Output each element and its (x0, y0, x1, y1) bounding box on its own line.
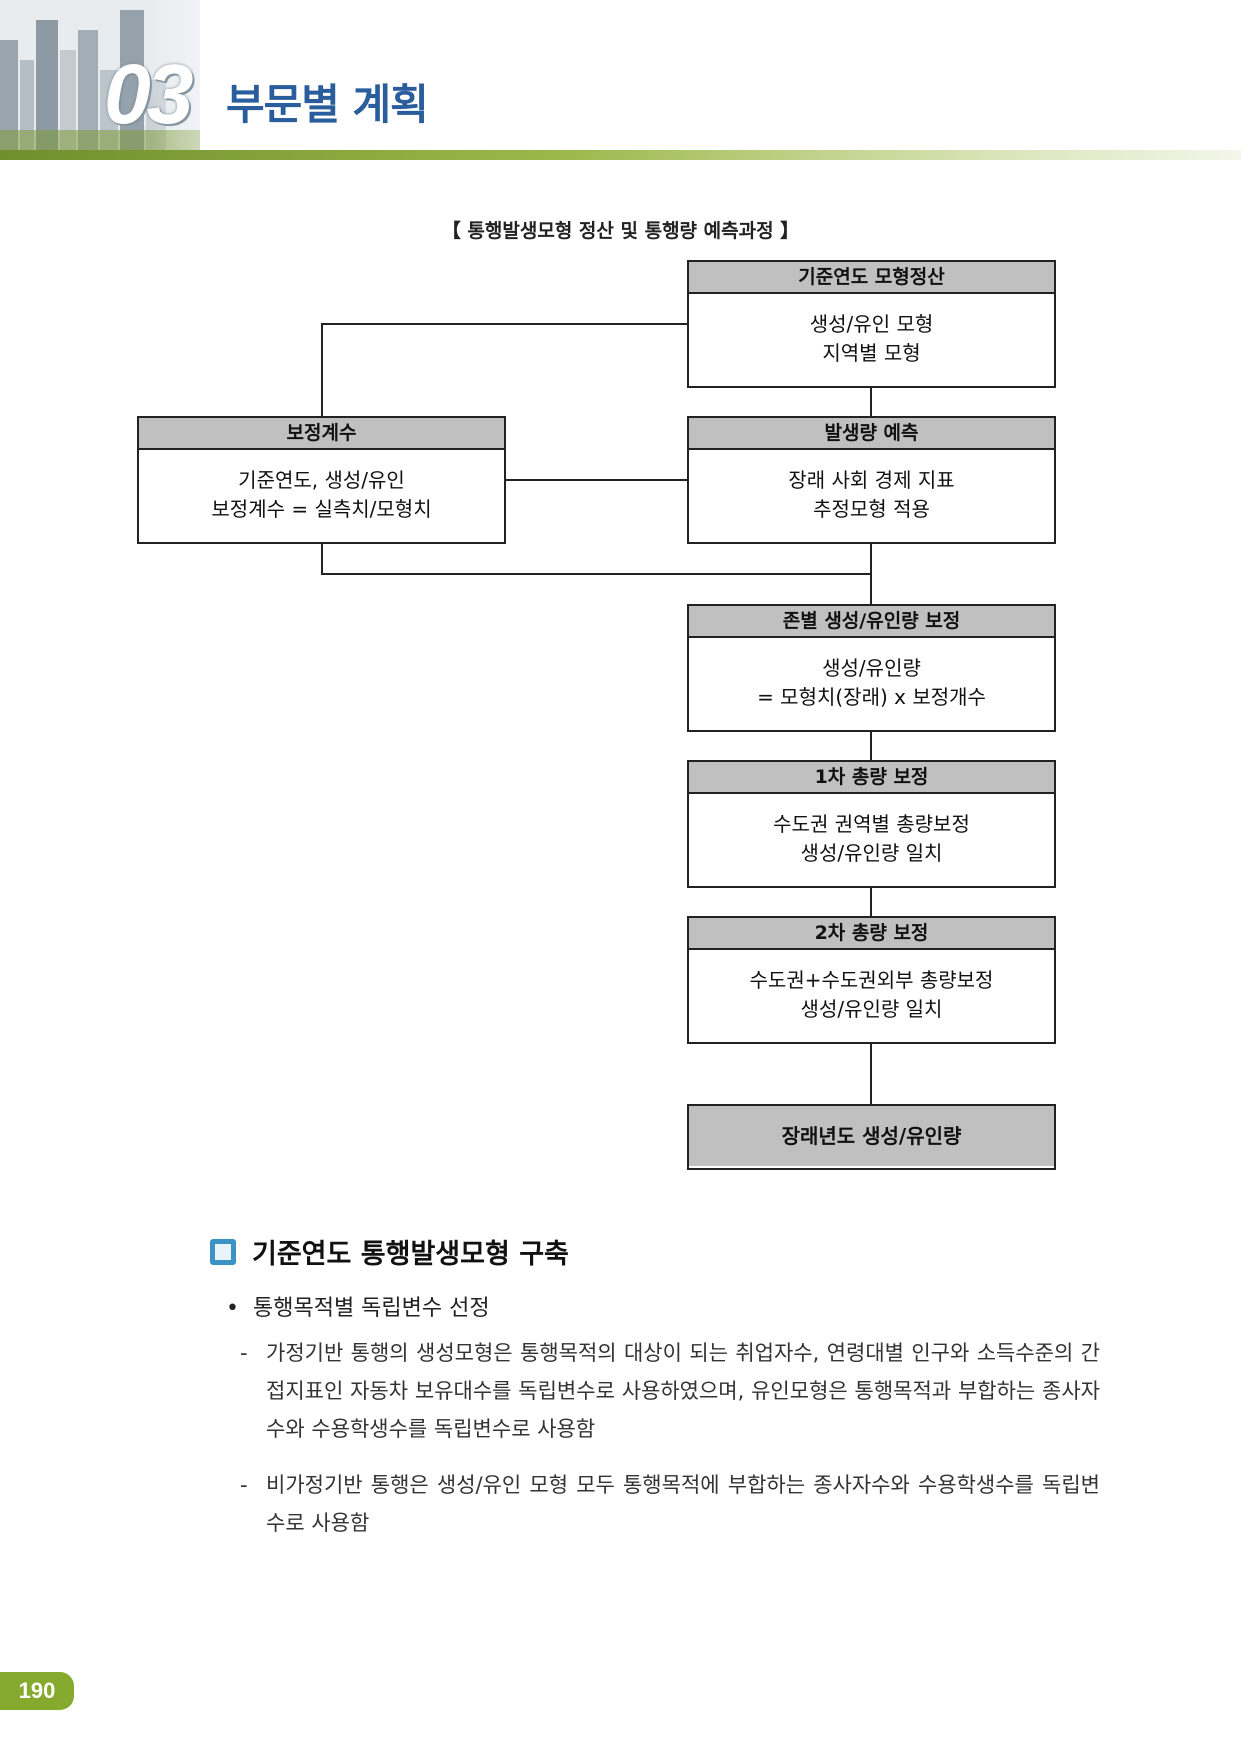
header-rule (0, 150, 1241, 160)
box-body: 생성/유인량 = 모형치(장래) x 보정개수 (689, 638, 1054, 712)
bullet-text: 통행목적별 독립변수 선정 (252, 1296, 490, 1321)
section-title: 기준연도 통행발생모형 구축 (252, 1239, 569, 1270)
box-title: 보정계수 (139, 418, 504, 450)
box-first-total-correction: 1차 총량 보정 수도권 권역별 총량보정 생성/유인량 일치 (687, 760, 1056, 888)
box-body: 생성/유인 모형 지역별 모형 (689, 294, 1054, 368)
box-body: 수도권 권역별 총량보정 생성/유인량 일치 (689, 794, 1054, 868)
box-title: 기준연도 모형정산 (689, 262, 1054, 294)
box-line: 수도권 권역별 총량보정 (773, 812, 970, 836)
box-title: 장래년도 생성/유인량 (689, 1106, 1054, 1166)
connector-base-to-correction (321, 323, 688, 418)
box-base-model: 기준연도 모형정산 생성/유인 모형 지역별 모형 (687, 260, 1056, 388)
box-body: 기준연도, 생성/유인 보정계수 = 실측치/모형치 (139, 450, 504, 524)
box-line: 생성/유인량 (822, 656, 921, 680)
box-zone-correction: 존별 생성/유인량 보정 생성/유인량 = 모형치(장래) x 보정개수 (687, 604, 1056, 732)
paragraph-text: 비가정기반 통행은 생성/유인 모형 모두 통행목적에 부합하는 종사자수와 수… (266, 1473, 1100, 1535)
box-line: 생성/유인량 일치 (800, 841, 943, 865)
chapter-number: 03 (104, 47, 193, 141)
box-line: 기준연도, 생성/유인 (238, 468, 405, 492)
box-generation-forecast: 발생량 예측 장래 사회 경제 지표 추정모형 적용 (687, 416, 1056, 544)
paragraph: - 비가정기반 통행은 생성/유인 모형 모두 통행목적에 부합하는 종사자수와… (240, 1466, 1100, 1542)
box-line: = 모형치(장래) x 보정개수 (757, 685, 986, 709)
box-future-year: 장래년도 생성/유인량 (687, 1104, 1056, 1170)
bullet-item: • 통행목적별 독립변수 선정 (226, 1290, 490, 1322)
page-number: 190 (0, 1672, 74, 1710)
paragraph: - 가정기반 통행의 생성모형은 통행목적의 대상이 되는 취업자수, 연령대별… (240, 1334, 1100, 1448)
paragraph-text: 가정기반 통행의 생성모형은 통행목적의 대상이 되는 취업자수, 연령대별 인… (266, 1341, 1100, 1441)
box-body: 수도권+수도권외부 총량보정 생성/유인량 일치 (689, 950, 1054, 1024)
square-bullet-icon (210, 1238, 236, 1265)
box-title: 2차 총량 보정 (689, 918, 1054, 950)
dash-marker: - (240, 1473, 248, 1497)
box-title: 존별 생성/유인량 보정 (689, 606, 1054, 638)
connector-correction-to-zone (321, 542, 871, 575)
diagram-title: 【 통행발생모형 정산 및 통행량 예측과정 】 (441, 220, 800, 242)
box-line: 추정모형 적용 (813, 497, 930, 521)
box-correction-factor: 보정계수 기준연도, 생성/유인 보정계수 = 실측치/모형치 (137, 416, 506, 544)
box-title: 발생량 예측 (689, 418, 1054, 450)
box-title: 1차 총량 보정 (689, 762, 1054, 794)
bullet-dot-icon: • (226, 1296, 239, 1321)
box-line: 수도권+수도권외부 총량보정 (749, 968, 994, 992)
box-line: 지역별 모형 (822, 341, 921, 365)
box-line: 장래 사회 경제 지표 (788, 468, 955, 492)
box-second-total-correction: 2차 총량 보정 수도권+수도권외부 총량보정 생성/유인량 일치 (687, 916, 1056, 1044)
dash-marker: - (240, 1341, 248, 1365)
box-line: 생성/유인량 일치 (800, 997, 943, 1021)
box-line: 보정계수 = 실측치/모형치 (211, 497, 432, 521)
section-heading: 기준연도 통행발생모형 구축 (210, 1232, 569, 1271)
box-body: 장래 사회 경제 지표 추정모형 적용 (689, 450, 1054, 524)
chapter-title: 부문별 계획 (226, 80, 429, 129)
page-header: 03 부문별 계획 (0, 0, 1241, 165)
box-line: 생성/유인 모형 (809, 312, 934, 336)
